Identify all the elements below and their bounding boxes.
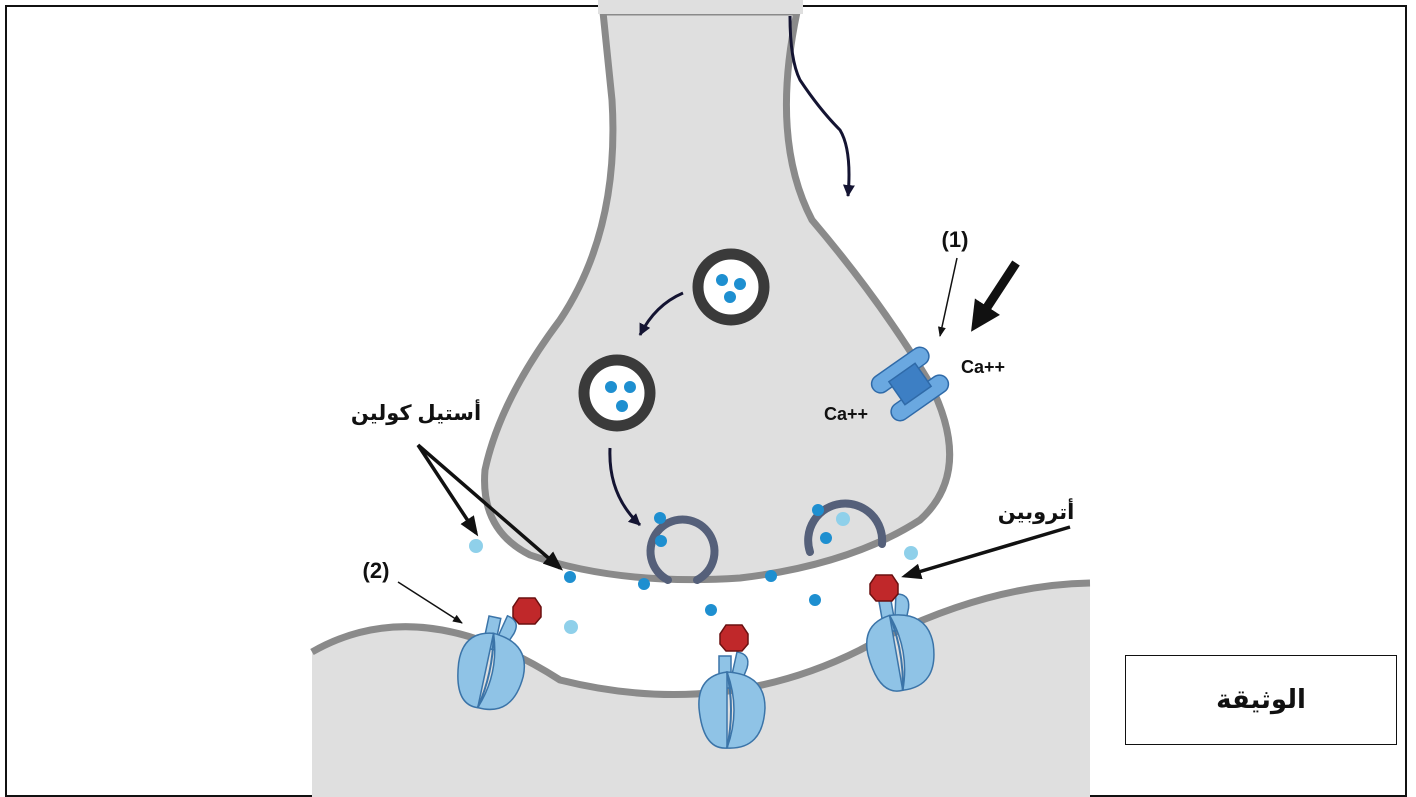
synaptic-vesicle-middle — [584, 360, 650, 426]
atropine-label: أتروبين — [998, 497, 1075, 524]
calcium-outside-label: Ca++ — [961, 357, 1005, 377]
pointer-arrow-1 — [940, 258, 957, 336]
marker-2-label: (2) — [363, 558, 390, 583]
document-title: الوثيقة — [1216, 685, 1306, 715]
document-title-box: الوثيقة — [1125, 655, 1397, 745]
atropine-molecule-icon — [513, 598, 541, 624]
calcium-influx-arrow — [982, 263, 1016, 315]
marker-1-label: (1) — [942, 227, 969, 252]
pointer-arrow-2 — [398, 582, 462, 623]
calcium-inside-label: Ca++ — [824, 404, 868, 424]
nerve-impulse-arrow — [790, 16, 849, 196]
atropine-molecule-icon — [870, 575, 898, 601]
acetylcholine-label: أستيل كولين — [351, 398, 481, 425]
atropine-molecule-icon — [720, 625, 748, 651]
synaptic-vesicle-upper — [698, 254, 764, 320]
atropine-arrow — [905, 527, 1070, 576]
